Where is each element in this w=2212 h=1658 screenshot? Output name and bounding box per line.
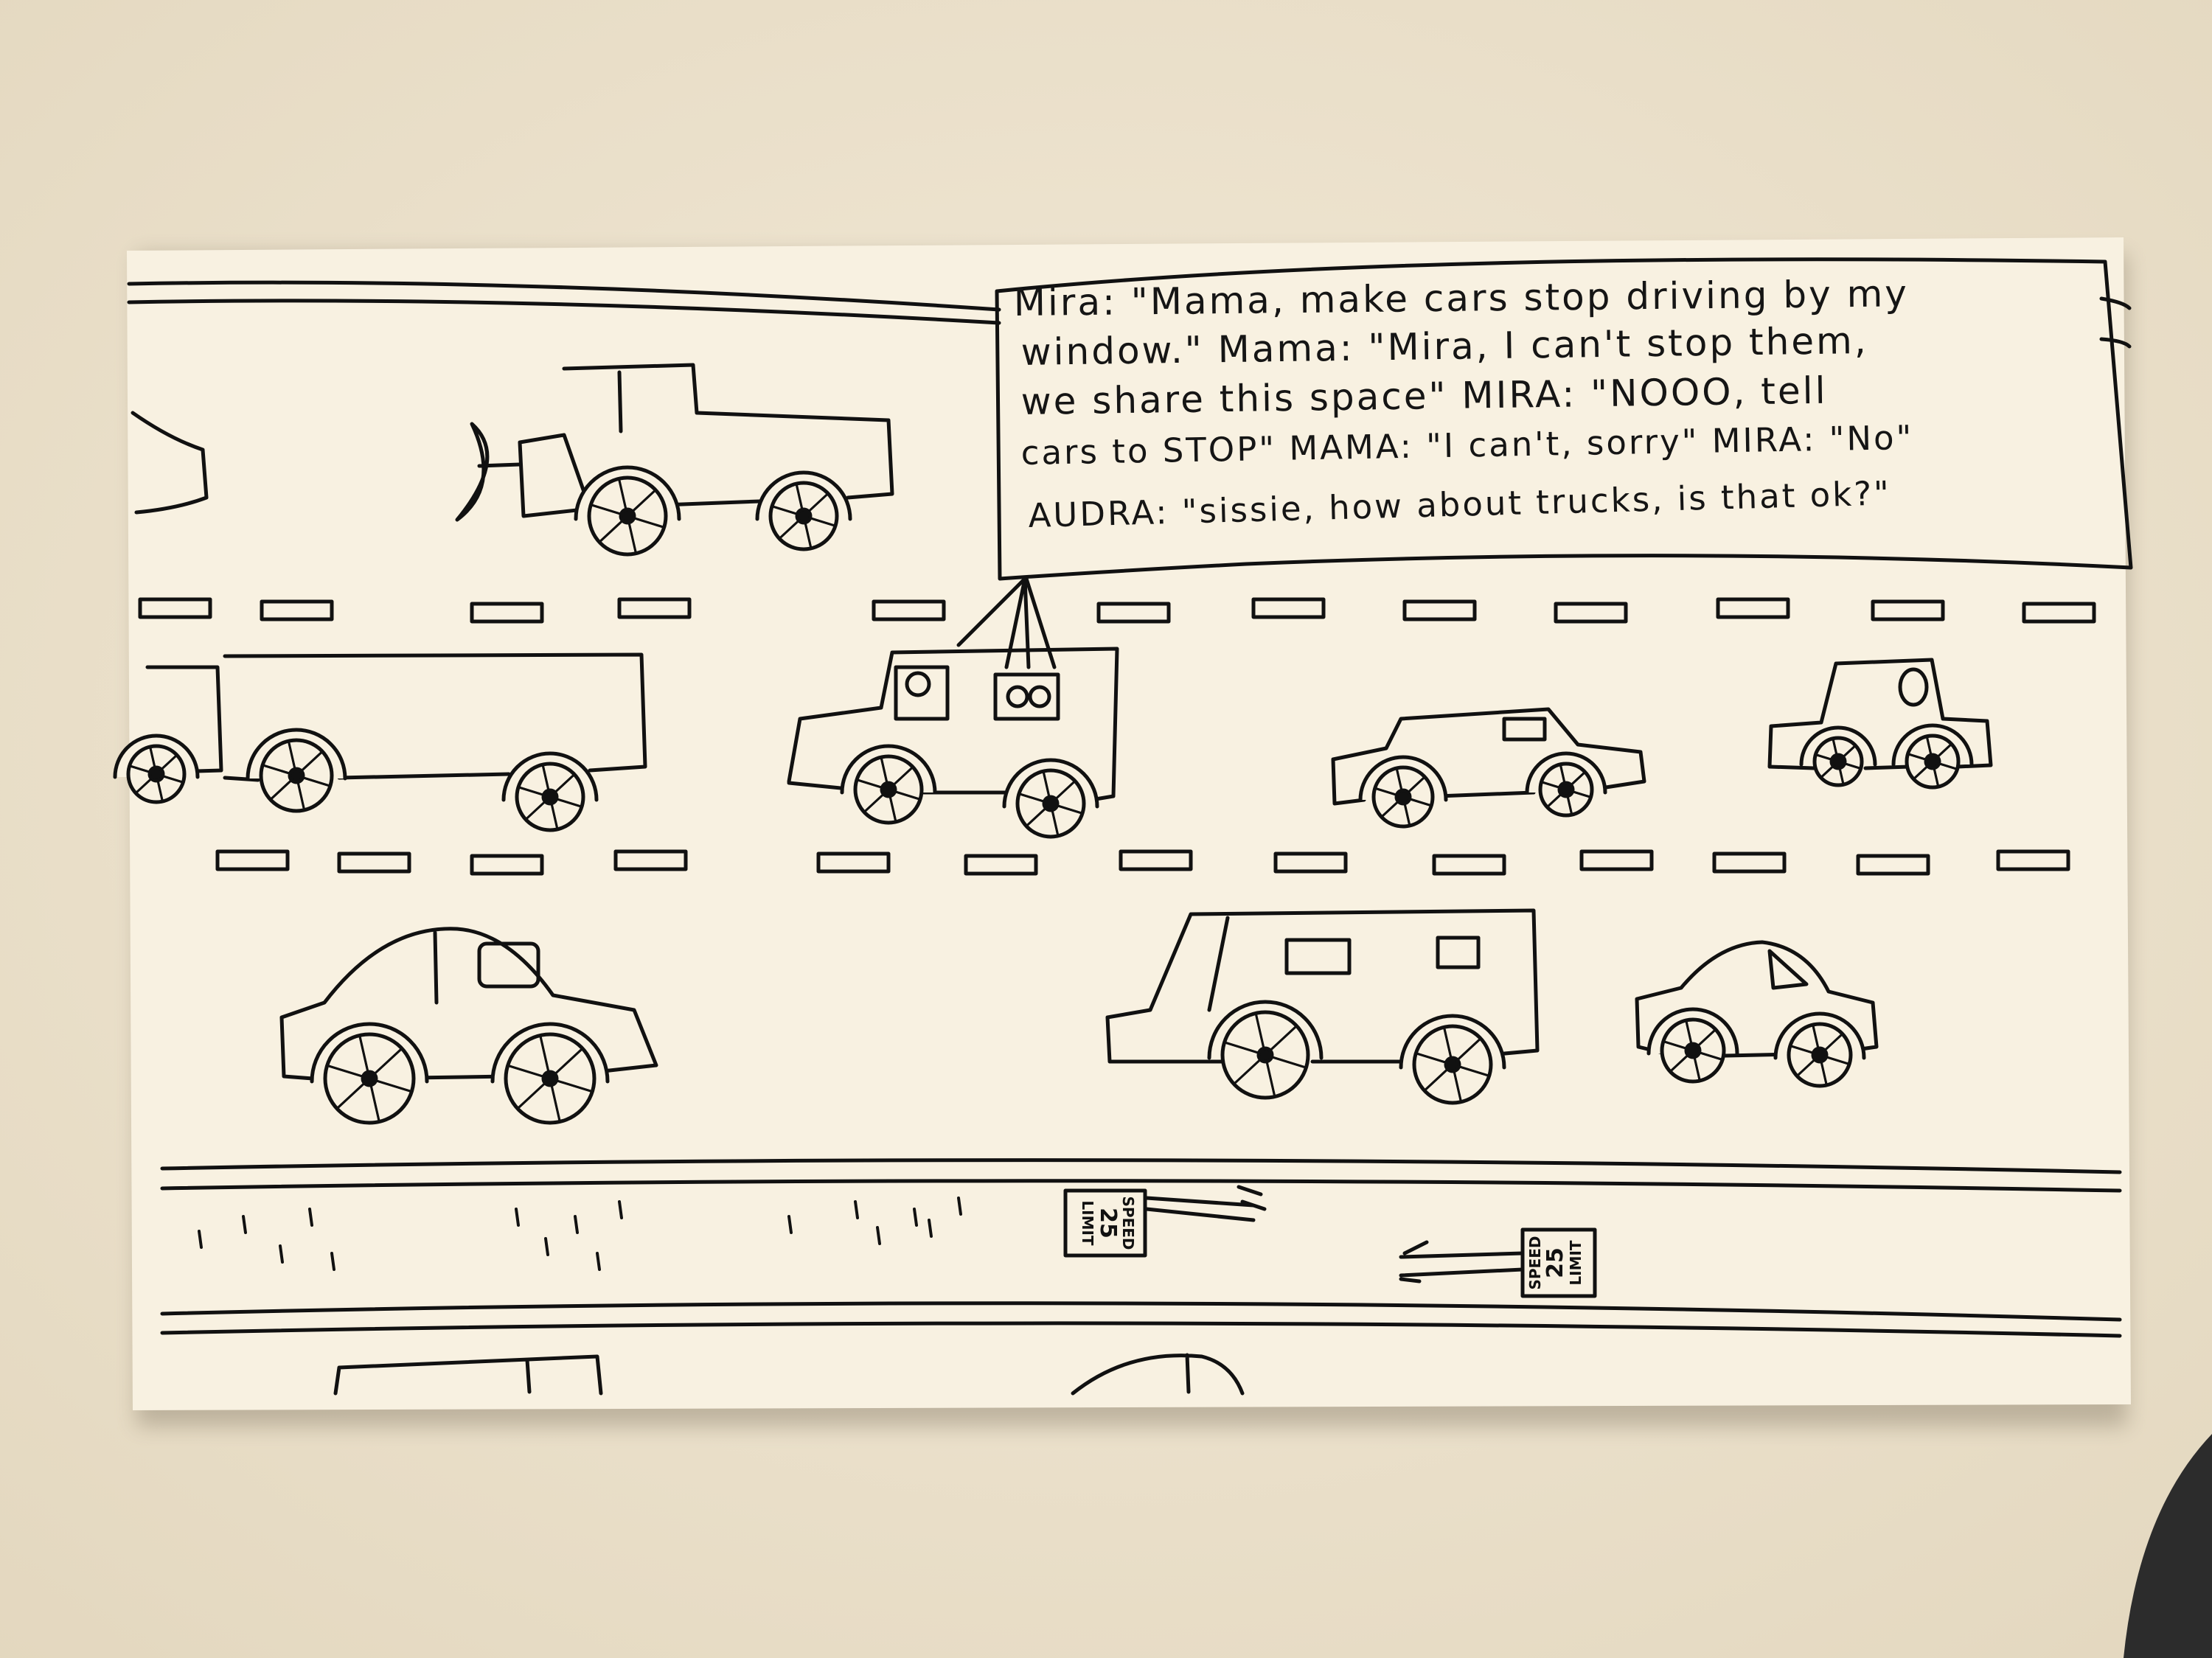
lane-dash bbox=[2022, 602, 2096, 624]
wheel bbox=[1891, 723, 1974, 790]
lane-dash bbox=[1579, 849, 1654, 871]
lane-dash bbox=[337, 851, 411, 874]
wheel bbox=[1646, 1007, 1739, 1084]
grass-blade bbox=[787, 1215, 793, 1234]
wheel bbox=[755, 470, 852, 551]
sign-limit-text: LIMIT bbox=[1079, 1200, 1096, 1246]
lane-dash bbox=[617, 597, 692, 619]
lane-dashes-lower bbox=[215, 849, 2070, 876]
speed-limit-sign: SPEED 25 LIMIT bbox=[1399, 1227, 1597, 1298]
wheel bbox=[1358, 755, 1448, 829]
dialogue-line: Mira: "Mama, make cars stop driving by m… bbox=[1014, 272, 1910, 324]
lane-dash bbox=[1716, 597, 1790, 619]
camper-van bbox=[1105, 908, 1540, 1064]
lane-dash bbox=[1432, 854, 1506, 876]
top-road-edge bbox=[127, 280, 2132, 349]
wheel bbox=[490, 1022, 610, 1125]
grass-blade bbox=[242, 1215, 247, 1234]
lane-dash bbox=[470, 854, 544, 876]
lane-dash bbox=[872, 599, 946, 621]
wheel bbox=[1002, 758, 1099, 839]
lane-dash bbox=[1554, 602, 1628, 624]
lane-dash bbox=[1871, 599, 1945, 621]
lane-dash bbox=[1096, 602, 1171, 624]
grass-blade bbox=[198, 1230, 203, 1249]
partial-car-left bbox=[131, 411, 209, 515]
grass-blade bbox=[330, 1252, 335, 1271]
wheel bbox=[310, 1022, 429, 1125]
lane-dashes-upper bbox=[138, 597, 2096, 624]
partial-cars-bottom bbox=[333, 1353, 1245, 1396]
wheel bbox=[1799, 725, 1877, 787]
sign-number: 25 bbox=[1095, 1208, 1121, 1239]
grass-blade bbox=[928, 1219, 933, 1238]
lane-dash bbox=[215, 849, 290, 871]
wheel bbox=[501, 751, 599, 832]
sign-speed-text: SPEED bbox=[1526, 1236, 1544, 1290]
lane-dash bbox=[1402, 599, 1477, 621]
lane-dash bbox=[138, 597, 212, 619]
lane-dash bbox=[1996, 849, 2070, 871]
lane-dash bbox=[613, 849, 688, 871]
small-car-upper bbox=[1767, 658, 1993, 770]
lane-dash bbox=[1712, 851, 1787, 874]
wheels bbox=[113, 465, 1974, 1125]
dark-corner bbox=[2124, 1434, 2212, 1658]
lane-dash bbox=[964, 854, 1038, 876]
wheel bbox=[840, 744, 937, 825]
grass-blade bbox=[596, 1252, 601, 1271]
grass-blade bbox=[957, 1197, 962, 1216]
bottom-road-lines bbox=[160, 1158, 2122, 1338]
lane-dash bbox=[816, 851, 891, 874]
lane-dash bbox=[1251, 597, 1326, 619]
grass-blade bbox=[279, 1244, 284, 1264]
lane-dash bbox=[260, 599, 334, 621]
grass-blade bbox=[876, 1226, 881, 1245]
wheel bbox=[113, 734, 200, 804]
sign-speed-text: SPEED bbox=[1119, 1197, 1137, 1250]
grass-blade bbox=[913, 1208, 918, 1227]
wheel bbox=[246, 728, 347, 813]
wheel bbox=[1525, 751, 1607, 818]
grass-blade bbox=[515, 1208, 520, 1227]
lane-dash bbox=[1856, 854, 1930, 876]
speed-limit-sign: SPEED 25 LIMIT bbox=[1063, 1185, 1267, 1258]
plow-truck bbox=[455, 363, 894, 522]
wheel bbox=[1399, 1014, 1506, 1105]
sign-number: 25 bbox=[1543, 1247, 1568, 1278]
grass-blade bbox=[544, 1237, 549, 1256]
wheel bbox=[1207, 1000, 1324, 1100]
grass-blade bbox=[618, 1200, 623, 1219]
grass-tufts bbox=[198, 1197, 962, 1271]
grass-blade bbox=[574, 1215, 579, 1234]
lane-dash bbox=[470, 602, 544, 624]
sign-limit-text: LIMIT bbox=[1567, 1240, 1585, 1286]
grass-blade bbox=[308, 1208, 313, 1227]
grass-blade bbox=[854, 1200, 859, 1219]
lane-dash bbox=[1273, 851, 1348, 874]
lane-dash bbox=[1119, 849, 1193, 871]
wheel bbox=[1773, 1011, 1866, 1088]
wheel bbox=[574, 465, 681, 557]
